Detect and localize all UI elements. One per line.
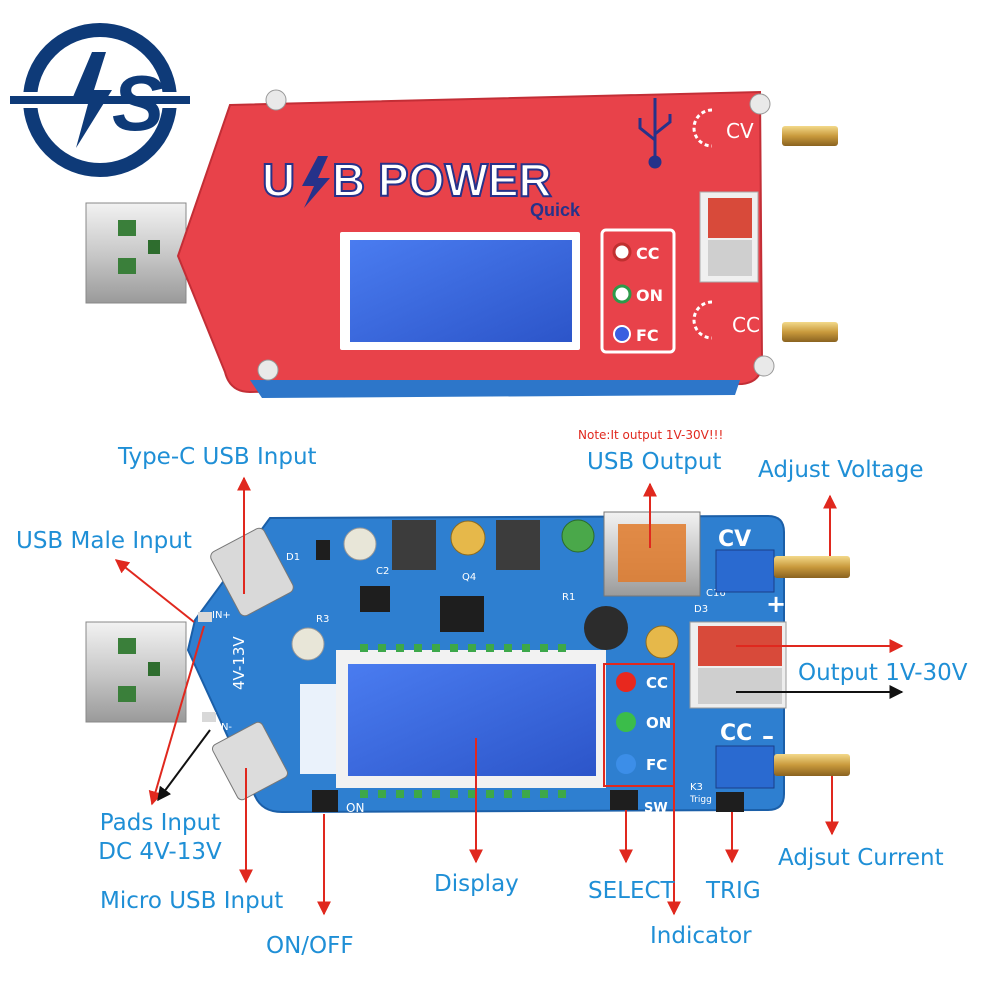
cv-pot-shaft [774,556,850,578]
top-device: U B POWER Quick CC ON FC CV [85,89,838,398]
svg-text:D3: D3 [694,604,708,615]
trig-button [716,792,744,812]
led-on: ON [616,712,671,732]
svg-text:Trigg: Trigg [689,795,712,805]
select-button [610,790,638,810]
svg-text:CC: CC [636,244,659,263]
svg-text:4V-13V: 4V-13V [230,636,248,690]
svg-text:C2: C2 [376,566,389,577]
screw [749,93,771,115]
svg-text:ON: ON [636,286,663,305]
inductor [496,520,540,570]
lightning-icon [70,52,112,148]
svg-text:FC: FC [636,326,659,345]
usb-symbol-icon [638,98,672,169]
cv-potentiometer [715,549,775,593]
chip [440,596,484,632]
micro-usb-port [211,721,289,801]
cc-potentiometer [715,745,775,789]
callout-arrows [114,476,904,916]
label-usb-output: USB Output [587,449,722,475]
cc-pot-shaft [774,754,850,776]
capacitor [645,625,679,659]
product-title-u: U [262,154,295,206]
screw [265,89,287,111]
top-cc-label: CC [732,313,760,337]
pads-line2: DC 4V-13V [98,839,222,865]
svg-text:IN-: IN- [218,722,232,733]
type-c-port [210,527,294,617]
rotate-icon [692,108,713,148]
svg-text:ON: ON [646,714,671,732]
svg-text:CC: CC [720,721,752,746]
cc-pot-shaft-top [782,322,838,342]
capacitor [450,520,486,556]
chip [360,586,390,612]
cv-pot-shaft-top [782,126,838,146]
svg-text:ON: ON [346,801,364,815]
lcd-pins-bottom [360,790,566,798]
label-adjust-current: Adjsut Current [778,845,944,871]
label-display: Display [434,871,519,897]
svg-text:–: – [762,243,772,267]
label-select: SELECT [588,878,675,904]
inductor [392,520,436,570]
svg-text:CC: CC [646,674,668,692]
label-trig: TRIG [706,878,761,904]
svg-text:FC: FC [646,756,667,774]
lcd-pins-top [360,644,566,652]
svg-text:D1: D1 [286,552,300,563]
chip [316,540,330,560]
indicator-on: ON [612,284,663,305]
svg-text:K3: K3 [690,782,703,793]
logo-letter: S [112,59,164,147]
capacitor [561,519,595,553]
svg-text:–: – [762,722,774,750]
indicator-fc: FC [613,325,659,345]
label-usb-male: USB Male Input [16,528,192,554]
capacitor [343,527,377,561]
pads-line1: Pads Input [99,810,221,836]
label-micro-usb: Micro USB Input [100,888,284,914]
pcb-lcd [348,664,596,776]
pcb-board: IN+ IN- 4V-13V D1 C2 Q4 R3 R1 C16 D3 K3 … [85,511,850,816]
svg-text:R3: R3 [316,614,329,625]
svg-text:SW: SW [644,801,668,816]
screw [257,359,279,381]
led-fc: FC [616,754,667,774]
svg-text:+: + [766,590,786,618]
svg-text:+: + [762,201,779,225]
svg-text:R1: R1 [562,592,575,603]
led-cc: CC [616,672,668,692]
on-off-button [312,790,338,812]
top-lcd [350,240,572,342]
label-output: Output 1V-30V [798,660,968,686]
label-type-c: Type-C USB Input [118,444,317,470]
label-pads-input: Pads Input DC 4V-13V [70,812,250,864]
label-adjust-voltage: Adjust Voltage [758,457,924,483]
label-indicator: Indicator [650,923,752,949]
top-cv-label: CV [726,119,754,143]
lightning-icon [302,156,330,208]
usb-male-plug-pcb [85,621,187,723]
product-title: B POWER [332,154,552,206]
rotate-icon [692,300,713,340]
capacitor [291,627,325,661]
product-subtitle: Quick [530,200,581,220]
screw [753,355,775,377]
brand-logo: S [8,23,192,177]
svg-text:CV: CV [718,527,751,552]
usb-male-plug-top [85,202,187,304]
svg-text:Q4: Q4 [462,572,476,583]
svg-text:C16: C16 [706,588,726,599]
inductor [584,606,628,650]
label-on-off: ON/OFF [266,933,354,959]
svg-text:IN+: IN+ [212,610,231,621]
note-text: Note:It output 1V-30V!!! [578,428,724,442]
indicator-cc: CC [612,242,659,263]
